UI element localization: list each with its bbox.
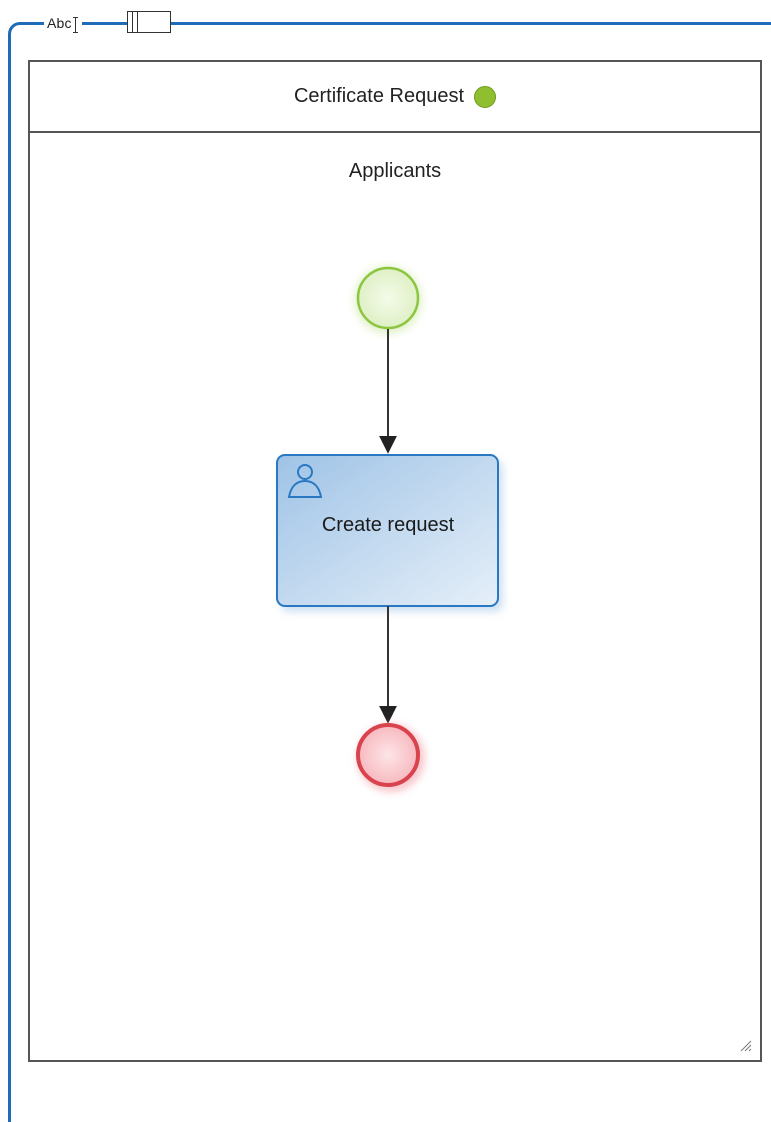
process-diagram xyxy=(276,266,503,792)
subprocess-marker-icon xyxy=(132,12,138,32)
container-label-area[interactable]: Abc xyxy=(44,12,82,34)
end-event[interactable] xyxy=(356,723,425,792)
resize-grip-icon[interactable] xyxy=(738,1038,752,1052)
subprocess-marker-button[interactable] xyxy=(127,11,171,33)
status-indicator-icon xyxy=(474,85,497,108)
user-icon xyxy=(287,464,323,498)
user-task[interactable] xyxy=(276,454,503,612)
pool-title: Certificate Request xyxy=(293,85,465,107)
start-event[interactable] xyxy=(354,266,422,334)
container-label[interactable]: Abc xyxy=(47,15,72,31)
lane-name: Applicants xyxy=(348,160,442,182)
text-cursor-icon xyxy=(72,17,79,33)
task-label: Create request xyxy=(321,514,455,536)
outer-container-frame xyxy=(8,22,771,1122)
pool-header[interactable]: Certificate Request xyxy=(30,62,760,133)
